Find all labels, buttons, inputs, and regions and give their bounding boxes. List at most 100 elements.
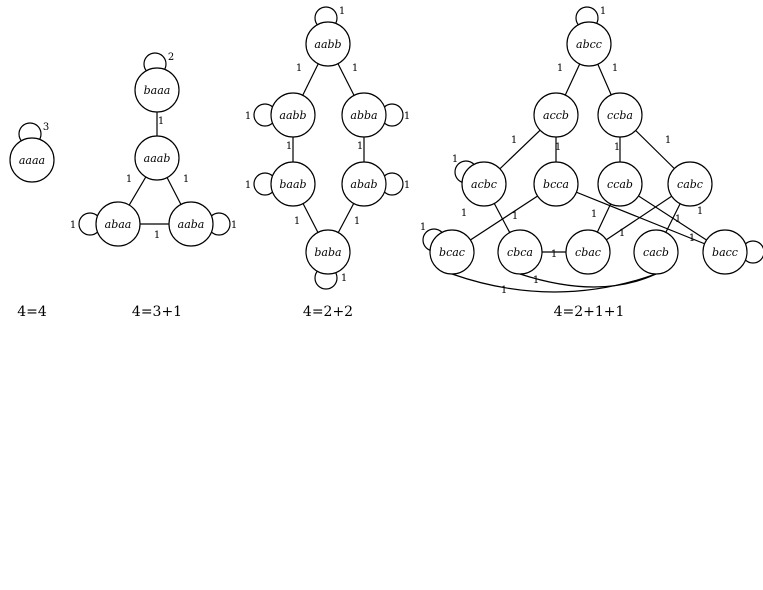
node-label: baab	[279, 178, 306, 191]
edge-weight: 1	[614, 142, 620, 153]
edge-weight: 1	[158, 116, 164, 127]
edge-weight: 1	[357, 141, 363, 152]
node-label: bcca	[543, 178, 569, 191]
node-label: cacb	[643, 246, 669, 259]
node-label: abcc	[576, 38, 602, 51]
node-cbac	[565, 229, 611, 275]
edge-weight: 1	[296, 63, 302, 74]
nodes: abcc accb ccba acbc bcca ccab cabc bcac cbca cbac…	[429, 21, 748, 275]
node-label: accb	[543, 109, 569, 122]
edge-weight: 1	[501, 285, 507, 296]
node-bcca	[533, 161, 579, 207]
edge-weights: 11111111111111111111	[420, 6, 703, 296]
edge-weight: 1	[619, 228, 625, 239]
node-label: acbc	[471, 178, 497, 191]
loop-weight: 1	[341, 273, 347, 284]
node-abcc	[566, 21, 612, 67]
node-label: baaa	[144, 84, 171, 97]
node-abab	[341, 161, 387, 207]
node-label: ccba	[607, 109, 633, 122]
nodes: aabb aabb abba baab abab baba	[270, 21, 387, 275]
node-label: aaaa	[19, 154, 45, 167]
edge-weight: 1	[183, 174, 189, 185]
loop-weight: 2	[168, 52, 174, 63]
loop-weight: 1	[245, 180, 251, 191]
edge-weight: 1	[533, 275, 539, 286]
node-label: cbca	[507, 246, 533, 259]
loop-weight: 3	[43, 122, 49, 133]
edge-weight: 1	[294, 216, 300, 227]
edge-weight: 1	[557, 63, 563, 74]
node-baaa	[134, 67, 180, 113]
node-aabb_top	[305, 21, 351, 67]
graph-4: abcc accb ccba acbc bcca ccab cabc bcac cbca cbac…	[420, 6, 763, 320]
node-acbc	[461, 161, 507, 207]
node-label: cabc	[677, 178, 703, 191]
edge-cbca-cacb	[519, 273, 657, 288]
graph-caption: 4=4	[17, 304, 47, 320]
node-baba	[305, 229, 351, 275]
node-label: abba	[350, 109, 377, 122]
node-ccab	[597, 161, 643, 207]
loop-weight: 1	[452, 154, 458, 165]
loop-weight: 1	[231, 220, 237, 231]
node-label: abab	[350, 178, 377, 191]
node-aaab	[134, 135, 180, 181]
node-label: aabb	[314, 38, 341, 51]
node-label: cbac	[575, 246, 601, 259]
edge-weight: 1	[689, 233, 695, 244]
edge-weights: 1 1 1 1 1 1 1 1 1 1 1 1	[245, 6, 410, 284]
loop-weight: 1	[420, 222, 426, 233]
node-label: bacc	[712, 246, 738, 259]
node-label: aaba	[178, 218, 205, 231]
edge-weight: 1	[591, 209, 597, 220]
node-label: baba	[314, 246, 341, 259]
nodes: baaa aaab abaa aaba	[95, 67, 214, 247]
node-aaaa	[9, 137, 55, 183]
edge-weight: 1	[551, 249, 557, 260]
loop-weight: 1	[245, 111, 251, 122]
edge-weights: 3	[43, 122, 49, 133]
edge-weight: 1	[126, 174, 132, 185]
node-label: ccab	[607, 178, 633, 191]
edge-bcac-cacb	[451, 273, 657, 293]
edge-weight: 1	[665, 135, 671, 146]
node-aaba	[168, 201, 214, 247]
node-cbca	[497, 229, 543, 275]
node-label: abaa	[105, 218, 132, 231]
graph-caption: 4=3+1	[132, 304, 182, 320]
edge-weight: 1	[675, 214, 681, 225]
edge-weight: 1	[511, 135, 517, 146]
edge-bcca-bacc	[555, 183, 726, 253]
edge-weight: 1	[612, 63, 618, 74]
node-label: bcac	[439, 246, 465, 259]
node-label: aabb	[279, 109, 306, 122]
node-bcac	[429, 229, 475, 275]
edge-weight: 1	[697, 206, 703, 217]
edge-weight: 1	[354, 216, 360, 227]
edge-weight: 1	[286, 141, 292, 152]
loop-weight: 1	[600, 6, 606, 17]
edge-weight: 1	[461, 208, 467, 219]
node-label: aaab	[144, 152, 171, 165]
loop-weight: 1	[70, 220, 76, 231]
loop-weight: 1	[404, 180, 410, 191]
nodes: aaaa	[9, 137, 55, 183]
graph-1: aaaa 3 4=4	[9, 122, 55, 320]
loop-weight: 1	[339, 6, 345, 17]
node-cabc	[667, 161, 713, 207]
graph-caption: 4=2+1+1	[554, 304, 625, 320]
node-cacb	[633, 229, 679, 275]
node-abba	[341, 92, 387, 138]
node-accb	[533, 92, 579, 138]
edge-weight: 1	[555, 142, 561, 153]
edge-weight: 1	[352, 63, 358, 74]
loop-weight: 1	[404, 111, 410, 122]
node-abaa	[95, 201, 141, 247]
node-baab	[270, 161, 316, 207]
edge-weight: 1	[512, 211, 518, 222]
